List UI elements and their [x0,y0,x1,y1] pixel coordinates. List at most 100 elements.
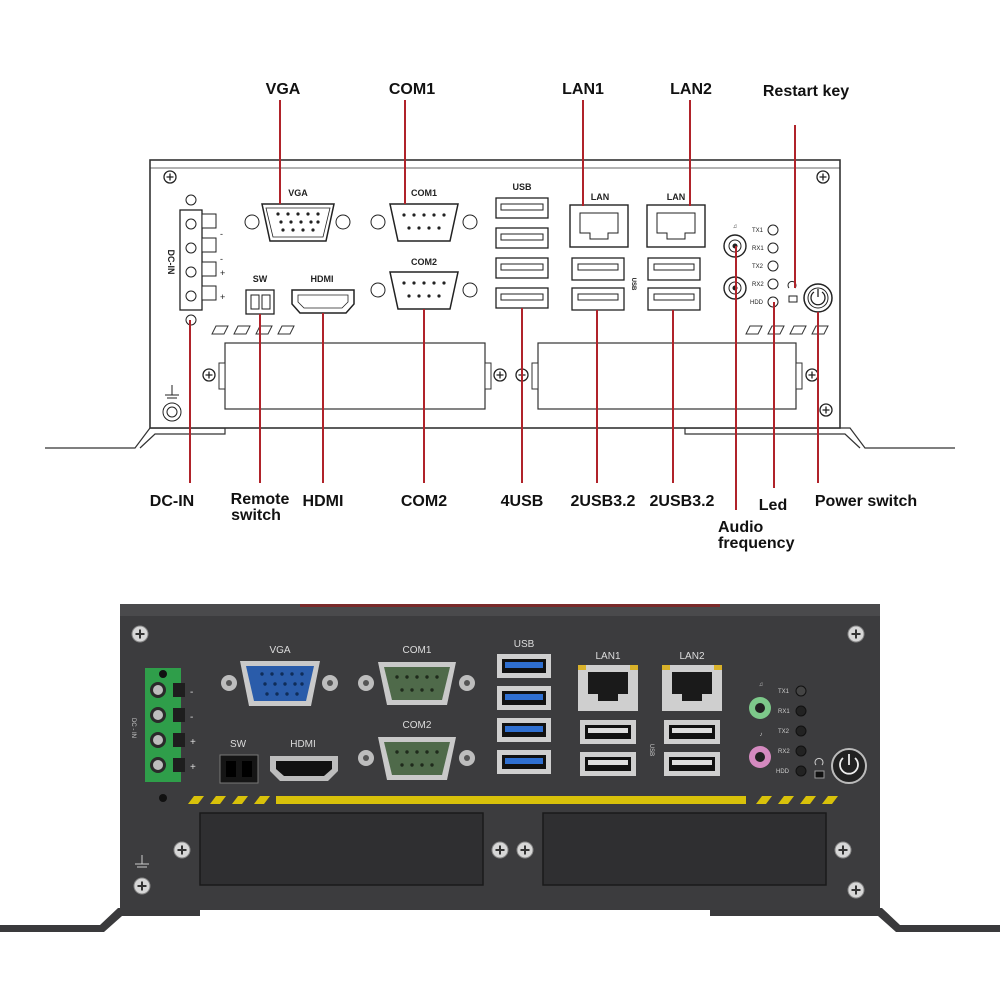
photo-sw-label: SW [230,739,247,750]
photo-right-foot [710,908,1000,932]
photo-bay-screw-icon [834,841,852,859]
photo-ground-icon [135,855,149,868]
callout-labels: VGA COM1 LAN1 LAN2 Restart key DC-IN Rem… [150,81,917,552]
power-button [803,283,833,313]
photo-screw-icon [133,877,151,895]
usb-port-stack: USB [495,182,549,309]
com1-port-label: COM1 [411,188,437,198]
svg-text:-: - [220,229,223,239]
hdmi-port: HDMI [291,274,355,314]
photo-lan2-stack: LAN2 USB [648,651,722,776]
led-label-tx1: TX1 [752,228,764,234]
photo-expansion-bay-right [542,812,827,886]
photo-com2-port: COM2 [358,720,475,780]
lan1-port-label: LAN [591,192,610,202]
callout-lines [189,100,819,510]
photo-audio-jacks: ♫ ♪ [749,682,771,768]
ground-icon [162,385,182,422]
callout-2usb32-b: 2USB3.2 [650,493,715,510]
callout-com2: COM2 [401,493,447,510]
callout-remote-switch-line2: switch [231,507,281,524]
svg-text:+: + [220,292,225,302]
callout-lan1: LAN1 [562,81,604,98]
com2-port-label: COM2 [411,257,437,267]
photo-power-button [831,748,867,784]
sw-label: SW [253,274,268,284]
photo-lan1-label: LAN1 [595,651,620,662]
photo-rendering: DC - IN - - + + VGA COM1 [0,604,1000,932]
remote-switch-connector: SW [245,274,275,315]
callout-power-switch: Power switch [815,493,917,510]
usb32-side-label: USB [630,278,636,291]
callout-remote-switch: Remote [231,491,290,508]
photo-screw-icon [847,881,865,899]
photo-lan2-label: LAN2 [679,651,704,662]
photo-expansion-bay-left [199,812,484,886]
photo-led-rx2: RX2 [778,749,790,755]
photo-com2-label: COM2 [403,720,432,731]
callout-restart-key: Restart key [763,83,849,100]
chassis-screw-icon [816,170,830,184]
photo-dc-in-label: DC - IN [130,718,136,738]
photo-lan1-stack: LAN1 [578,651,638,776]
photo-screw-icon [131,625,149,643]
callout-lan2: LAN2 [670,81,712,98]
callout-hdmi: HDMI [303,493,344,510]
photo-com1-label: COM1 [403,645,432,656]
headphone-icon: ♫ [759,682,764,688]
led-label-rx2: RX2 [752,282,764,288]
dc-in-label: DC-IN [166,250,176,275]
com1-port: COM1 [370,188,478,242]
expansion-bay-left [218,342,492,410]
led-label-hdd: HDD [750,300,764,306]
left-mounting-foot [45,427,226,449]
photo-hdmi-port: HDMI [270,739,338,781]
photo-sw-connector: SW [219,739,259,784]
callout-4usb: 4USB [501,493,544,510]
svg-text:+: + [220,268,225,278]
led-label-tx2: TX2 [752,264,764,270]
callout-led: Led [759,497,787,514]
callout-dc-in: DC-IN [150,493,194,510]
dc-in-terminal: DC-IN - - + + [166,194,225,326]
callout-2usb32-a: 2USB3.2 [571,493,636,510]
photo-bay-screw-icon [173,841,191,859]
photo-usb-stack: USB [497,639,551,774]
com2-port: COM2 [370,257,478,310]
callout-vga: VGA [266,81,301,98]
vga-port: VGA [244,188,351,242]
vga-port-label: VGA [288,188,308,198]
photo-dc-in-terminal: DC - IN - - + + [130,668,196,802]
chassis-screw-icon [819,403,833,417]
bay-screw-icon [202,368,216,382]
bay-screw-icon [493,368,507,382]
line-drawing: DC-IN - - + + VGA COM1 [45,159,955,449]
chassis-screw-icon [163,170,177,184]
vent-hatch-row [211,325,829,335]
led-label-rx1: RX1 [752,246,764,252]
photo-com1-port: COM1 [358,645,475,705]
lan2-port-label: LAN [667,192,686,202]
status-leds: TX1 RX1 TX2 RX2 HDD [750,224,779,308]
photo-screw-icon [847,625,865,643]
lan2-usb32-stack: LAN USB [630,192,706,311]
photo-led-rx1: RX1 [778,709,790,715]
photo-hdmi-label: HDMI [290,739,316,750]
right-mounting-foot [684,427,955,449]
photo-usb-label: USB [514,639,535,650]
lan1-usb32-stack: LAN [569,192,629,311]
polarity-mark: - [190,687,193,698]
callout-audio-line2: frequency [718,535,795,552]
hdmi-port-label: HDMI [311,274,334,284]
mic-icon: ♪ [760,732,763,738]
callout-com1: COM1 [389,81,435,98]
polarity-mark: + [190,737,196,748]
photo-bay-screw-icon [491,841,509,859]
photo-status-leds: TX1 RX1 TX2 RX2 HDD [776,685,807,777]
photo-vga-port: VGA [221,645,338,706]
photo-bay-screw-icon [516,841,534,859]
polarity-mark: + [190,762,196,773]
photo-vga-label: VGA [269,645,290,656]
svg-text:-: - [220,254,223,264]
photo-usb32-side-label: USB [648,744,654,756]
